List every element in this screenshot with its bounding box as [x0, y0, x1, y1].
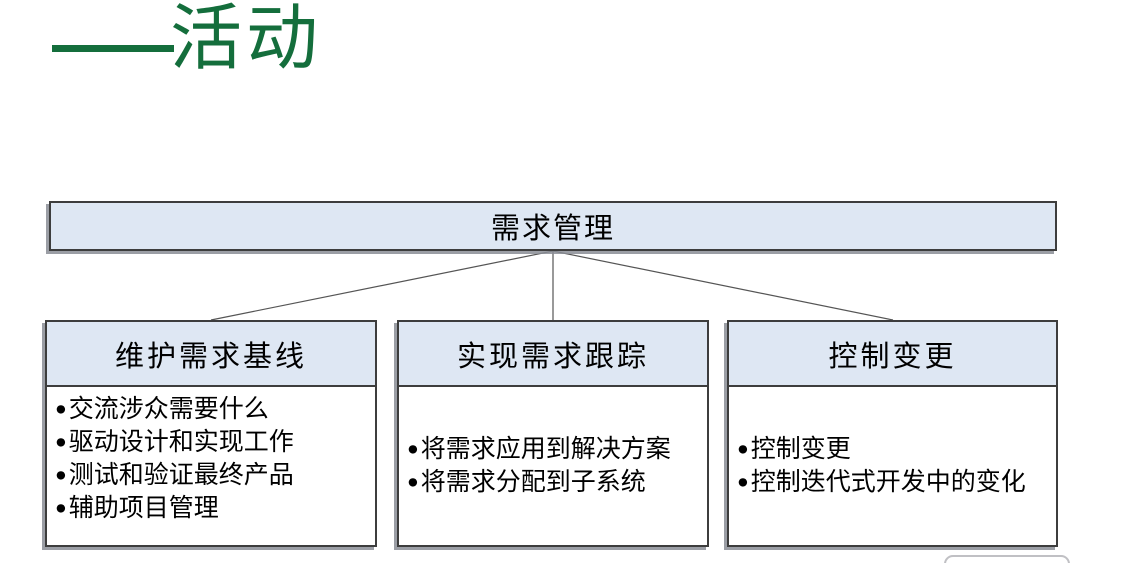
bullet-item: 控制变更: [737, 434, 1052, 467]
diagram-node-change-control: 控制变更 控制变更 控制迭代式开发中的变化: [727, 320, 1058, 547]
node-title: 维护需求基线: [114, 340, 307, 373]
partial-bottom-button[interactable]: [944, 555, 1070, 563]
node-header: 维护需求基线: [47, 322, 375, 387]
diagram-node-tracing: 实现需求跟踪 将需求应用到解决方案 将需求分配到子系统: [397, 320, 709, 547]
diagram-root-node: 需求管理: [49, 201, 1057, 251]
node-body: 控制变更 控制迭代式开发中的变化: [729, 387, 1056, 545]
node-title: 实现需求跟踪: [456, 340, 649, 373]
page-title: 活动: [170, 0, 323, 79]
node-title: 控制变更: [828, 340, 957, 373]
root-node-label: 需求管理: [490, 213, 615, 245]
bullet-item: 将需求分配到子系统: [407, 467, 703, 500]
node-body: 将需求应用到解决方案 将需求分配到子系统: [399, 387, 707, 545]
bullet-item: 辅助项目管理: [55, 493, 371, 526]
bullet-item: 驱动设计和实现工作: [55, 427, 371, 460]
node-header: 控制变更: [729, 322, 1056, 387]
diagram-node-baseline: 维护需求基线 交流涉众需要什么 驱动设计和实现工作 测试和验证最终产品 辅助项目…: [45, 320, 377, 547]
bullet-item: 控制迭代式开发中的变化: [737, 467, 1052, 500]
node-header: 实现需求跟踪: [399, 322, 707, 387]
title-dash-line: ——: [52, 45, 174, 52]
node-body: 交流涉众需要什么 驱动设计和实现工作 测试和验证最终产品 辅助项目管理: [47, 387, 375, 545]
bullet-item: 将需求应用到解决方案: [407, 434, 703, 467]
bullet-item: 测试和验证最终产品: [55, 460, 371, 493]
bullet-item: 交流涉众需要什么: [55, 394, 371, 427]
